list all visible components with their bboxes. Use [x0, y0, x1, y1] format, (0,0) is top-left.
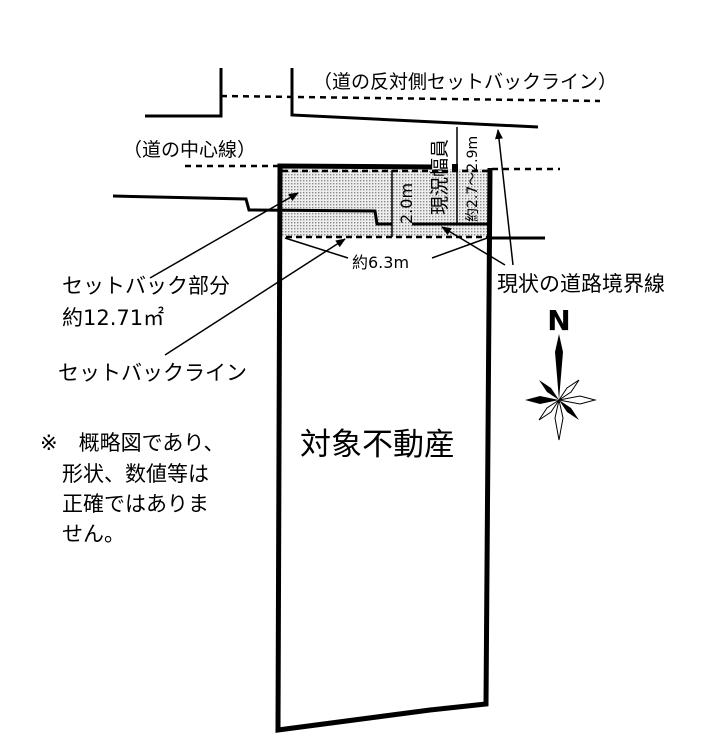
setback-line-label: セットバックライン: [58, 361, 247, 385]
road-boundary-arrow: [441, 226, 506, 266]
compass-north-label: N: [547, 304, 570, 337]
setback-depth-label: 2.0m: [397, 183, 416, 224]
frontage-leader-right: [431, 236, 491, 259]
frontage-label: 約6.3m: [352, 253, 409, 272]
opposite-lot-left: [145, 68, 223, 118]
setback-area-label: セットバック部分: [62, 274, 230, 298]
setback-line-arrow: [164, 238, 346, 356]
setback-area-arrow: [149, 192, 299, 279]
note-line-1: ※ 概略図であり、: [40, 431, 225, 455]
current-road-boundary-label: 現状の道路境界線: [497, 272, 665, 296]
current-width-value: 約2.7～2.9m: [465, 136, 481, 222]
note-line-4: せん。: [62, 522, 125, 546]
road-center-line-label: （道の中心線）: [123, 139, 256, 161]
opposite-line-arrow: [495, 129, 514, 266]
setback-area-value: 約12.71㎡: [62, 306, 164, 330]
opposite-setback-line: [220, 94, 601, 103]
opposite-setback-line-label: （道の反対側セットバックライン）: [313, 71, 617, 93]
note-line-2: 形状、数値等は: [62, 462, 209, 486]
compass-icon: N: [525, 304, 597, 441]
current-width-label: 現況幅員: [429, 139, 451, 215]
note-line-3: 正確ではありま: [62, 492, 209, 516]
subject-property-label: 対象不動産: [300, 427, 455, 463]
width-marker: [452, 164, 458, 170]
current-road-boundary-left: [112, 194, 392, 226]
setback-area: [282, 169, 489, 237]
property-boundary: [275, 163, 493, 733]
frontage-leader-left: [284, 237, 349, 259]
opposite-lot-right: [290, 68, 539, 129]
